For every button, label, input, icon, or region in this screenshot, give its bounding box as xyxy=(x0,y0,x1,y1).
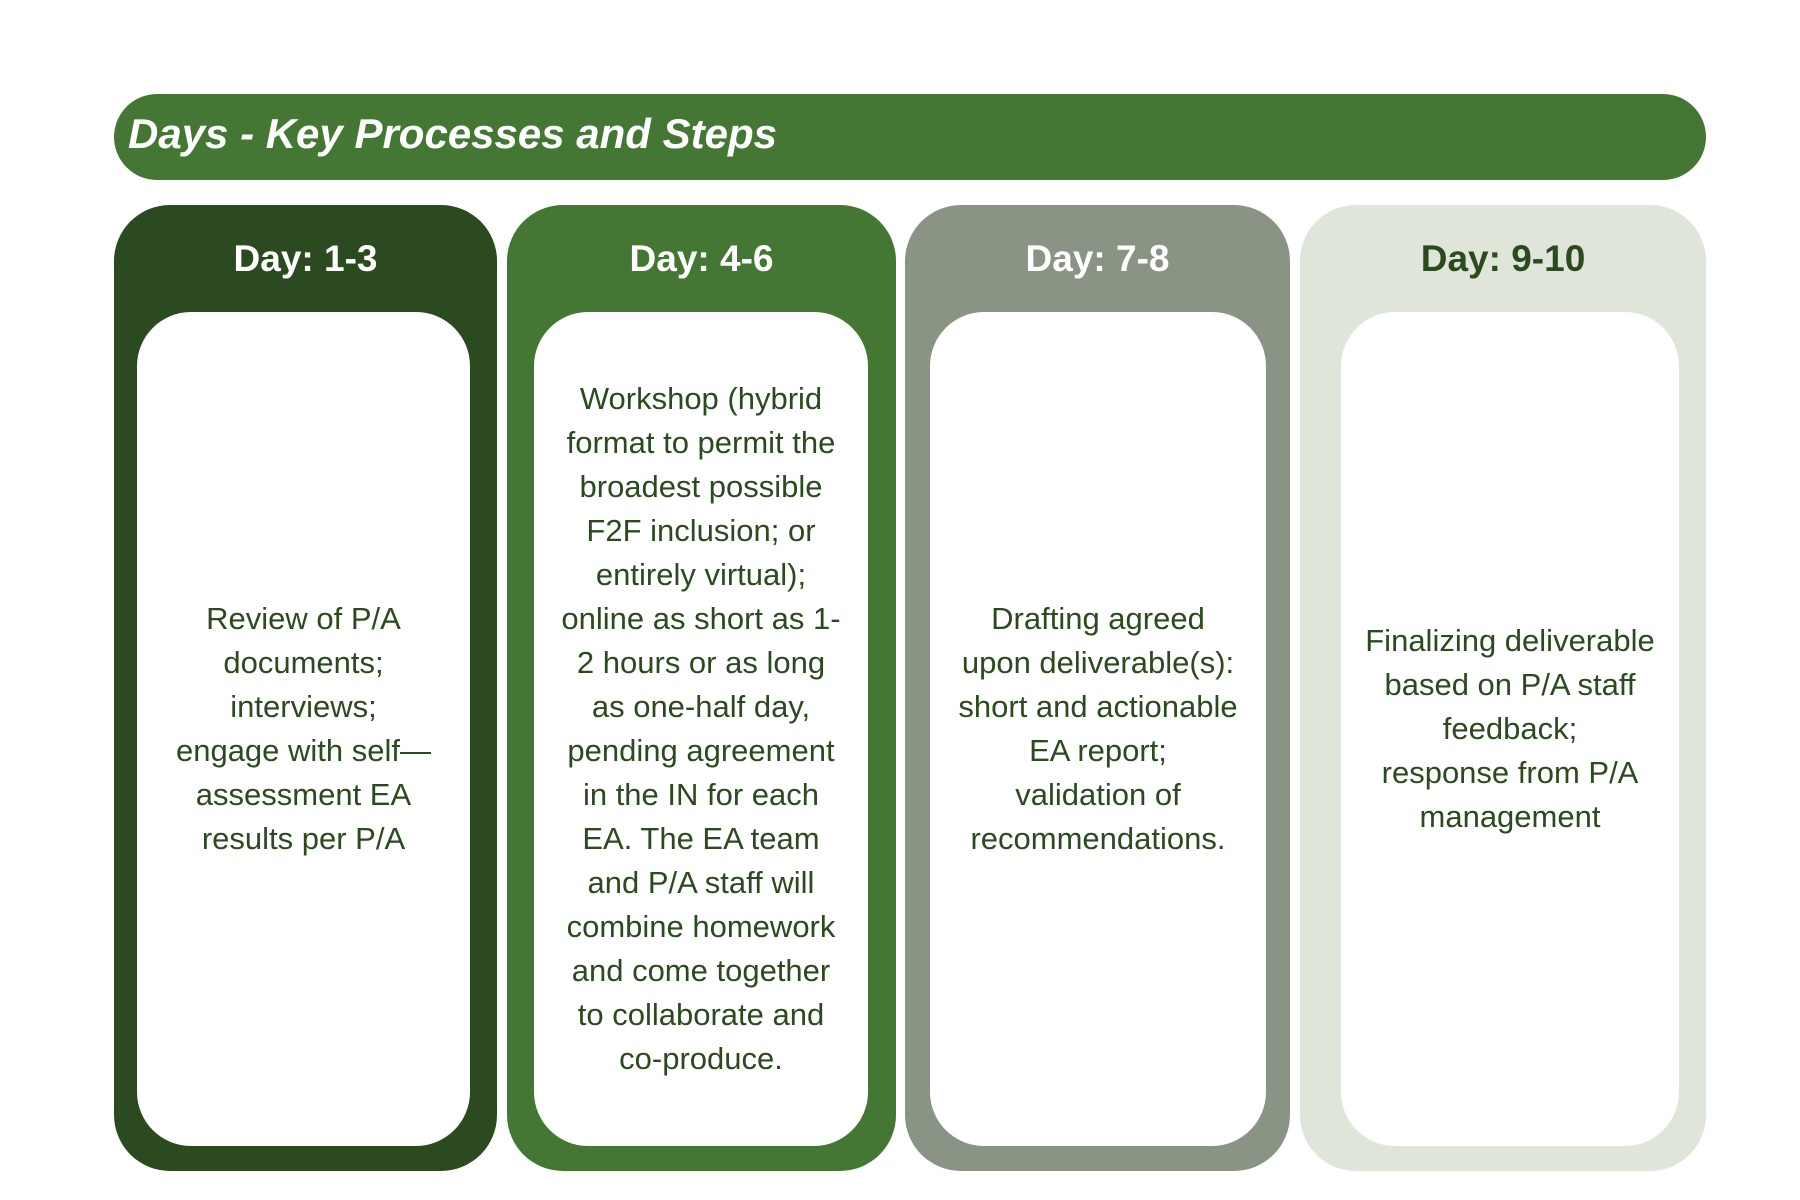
step-description: Review of P/A documents; interviews; eng… xyxy=(175,601,432,856)
column-header: Day: 7-8 xyxy=(1025,238,1170,279)
step-description: Workshop (hybrid format to permit the br… xyxy=(561,381,841,1076)
step-card: Workshop (hybrid format to permit the br… xyxy=(534,312,868,1146)
title-banner: Days - Key Processes and Steps xyxy=(114,94,1706,180)
step-card: Drafting agreed upon deliverable(s): sho… xyxy=(930,312,1266,1146)
column-header: Day: 9-10 xyxy=(1420,238,1586,279)
diagram-title: Days - Key Processes and Steps xyxy=(128,110,777,157)
day-column-4-6: Day: 4-6 Workshop (hybrid format to perm… xyxy=(507,205,896,1171)
step-description: Finalizing deliverable based on P/A staf… xyxy=(1365,623,1655,834)
day-column-9-10: Day: 9-10 Finalizing deliverable based o… xyxy=(1300,205,1706,1171)
day-column-7-8: Day: 7-8 Drafting agreed upon deliverabl… xyxy=(905,205,1290,1171)
day-column-1-3: Day: 1-3 Review of P/A documents; interv… xyxy=(114,205,497,1171)
column-header: Day: 1-3 xyxy=(233,238,378,279)
step-card: Review of P/A documents; interviews; eng… xyxy=(137,312,470,1146)
step-card: Finalizing deliverable based on P/A staf… xyxy=(1341,312,1679,1146)
step-description: Drafting agreed upon deliverable(s): sho… xyxy=(958,601,1238,856)
column-header: Day: 4-6 xyxy=(629,238,774,279)
